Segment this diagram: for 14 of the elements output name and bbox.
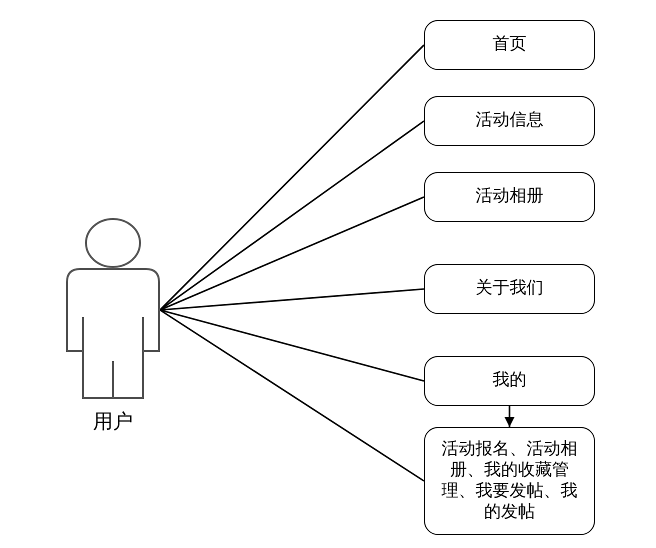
connector-line bbox=[159, 44, 425, 311]
connector-line bbox=[160, 196, 424, 311]
rounded-box: 活动报名、活动相册、我的收藏管理、我要发帖、我的发帖 bbox=[424, 427, 595, 535]
connector-line bbox=[160, 309, 424, 482]
rounded-box: 活动相册 bbox=[424, 172, 595, 222]
actor-label: 用户 bbox=[93, 408, 133, 435]
rounded-box: 我的 bbox=[424, 356, 595, 406]
connector-line bbox=[160, 309, 424, 382]
rounded-box: 活动信息 bbox=[424, 96, 595, 146]
connector-line bbox=[160, 120, 424, 311]
arrow bbox=[504, 406, 514, 427]
rounded-box: 关于我们 bbox=[424, 264, 595, 314]
rounded-box: 首页 bbox=[424, 20, 595, 70]
connector-line bbox=[160, 288, 424, 311]
